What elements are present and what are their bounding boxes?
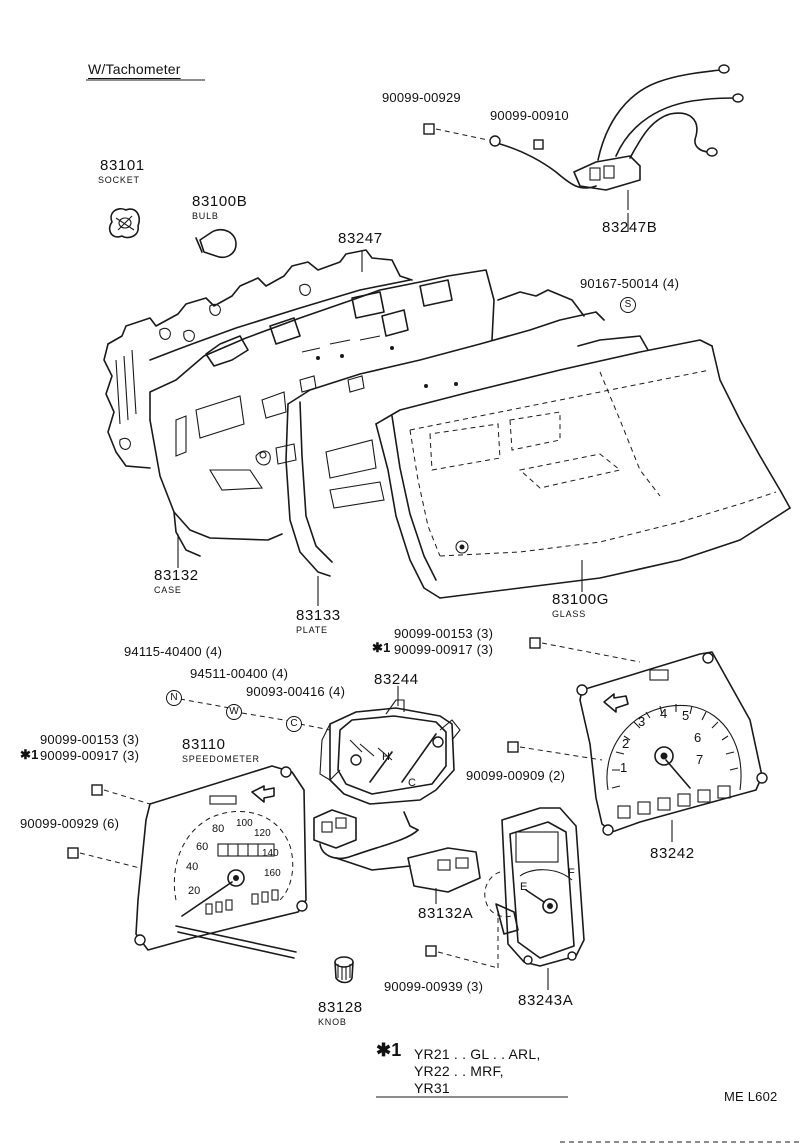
speedo-tick-20: 20 [188, 885, 200, 897]
speedo-tick-60: 60 [196, 841, 208, 853]
tach-tick-3: 3 [638, 714, 645, 729]
part-name-plate: PLATE [296, 625, 328, 635]
part-name-knob: KNOB [318, 1017, 347, 1027]
part-number-speedo-screw-153: 90099-00153 (3) [40, 732, 140, 747]
part-name-speedometer: SPEEDOMETER [182, 754, 260, 764]
part-number-fuel-screw: 90099-00939 (3) [384, 979, 484, 994]
part-name-socket: SOCKET [98, 175, 140, 185]
part-number-fuel-gauge: 83243A [518, 992, 574, 1009]
diagram-title: W/Tachometer [88, 61, 181, 77]
part-number-tach-screw-153: 90099-00153 (3) [394, 626, 494, 641]
tach-tick-6: 6 [694, 730, 701, 745]
variant-mark-tach: ✱1 [372, 640, 391, 655]
part-number-screw-929: 90099-00929 [382, 90, 461, 105]
socket-drawing [108, 207, 141, 239]
circuit-board-drawing [103, 249, 413, 469]
tach-tick-2: 2 [622, 736, 629, 751]
part-number-tach-screw-909: 90099-00909 (2) [466, 768, 566, 783]
indicator-windows [205, 889, 279, 915]
part-number-speedo-screw-917: 90099-00917 (3) [40, 748, 140, 763]
variant-mark-speedo: ✱1 [20, 747, 39, 762]
fuel-e-label: E [520, 881, 527, 893]
fuel-f-label: F [568, 867, 575, 879]
illustration-code: ME L602 [724, 1089, 778, 1104]
speedo-tick-160: 160 [264, 868, 281, 879]
footnote-line-1: YR21 . . GL . . ARL, [414, 1046, 541, 1062]
speedo-tick-80: 80 [212, 823, 224, 835]
part-name-bulb: BULB [192, 211, 219, 221]
tach-tick-4: 4 [660, 706, 667, 721]
knob-drawing [334, 956, 354, 984]
connector-drawing [313, 809, 481, 904]
speedo-tick-40: 40 [186, 861, 198, 873]
nut-n-symbol: N [166, 690, 182, 706]
tach-tick-7: 7 [696, 752, 703, 767]
odometer-window [217, 843, 275, 857]
harness-drawing [499, 64, 744, 210]
tach-indicator-windows [617, 785, 731, 819]
speedo-screws [67, 784, 151, 869]
part-number-nut: 94115-40400 (4) [124, 644, 223, 659]
part-number-washer: 94511-00400 (4) [190, 666, 289, 681]
fuel-gauge-drawing: E F [484, 807, 585, 990]
washer-w-symbol: W [226, 704, 242, 720]
part-number-speedometer: 83110 [182, 736, 226, 753]
tach-tick-marks [611, 704, 739, 789]
part-number-glass: 83100G [552, 591, 609, 608]
top-screws [423, 123, 544, 150]
part-number-gauge: 83244 [374, 671, 419, 688]
bulb-drawing [195, 228, 237, 259]
footnote-mark: ✱1 [376, 1040, 402, 1060]
case-drawing [149, 269, 495, 568]
gauge-unit-drawing: H C [319, 686, 461, 805]
temp-h-label: H [382, 751, 390, 763]
footnote-line-2: YR22 . . MRF, [414, 1063, 504, 1079]
part-number-tach-screw-917: 90099-00917 (3) [394, 642, 494, 657]
part-number-tachometer: 83242 [650, 845, 695, 862]
tach-tick-5: 5 [682, 708, 689, 723]
speedo-tick-140: 140 [262, 848, 279, 859]
part-name-glass: GLASS [552, 609, 587, 619]
part-number-case: 83132 [154, 567, 199, 584]
part-number-circuit: 83247 [338, 230, 383, 247]
tachometer-drawing: 1 2 3 4 5 6 7 [576, 651, 768, 842]
plate-drawing [275, 289, 605, 606]
part-number-glass-screw: 90167-50014 (4) [580, 276, 680, 291]
part-number-socket: 83101 [100, 157, 145, 174]
part-number-harness: 83247B [602, 219, 658, 236]
part-number-screw-910: 90099-00910 [490, 108, 569, 123]
tach-tick-1: 1 [620, 760, 627, 775]
part-name-case: CASE [154, 585, 182, 595]
part-number-bulb: 83100B [192, 193, 248, 210]
part-number-clip: 90093-00416 (4) [246, 684, 346, 699]
part-number-speedo-screw-929: 90099-00929 (6) [20, 816, 120, 831]
speedo-tick-100: 100 [236, 818, 253, 829]
screw-s-symbol: S [620, 297, 636, 313]
speedometer-drawing: 20 40 60 80 100 120 140 160 [134, 765, 308, 959]
temp-c-label: C [408, 777, 416, 789]
footnote-line-3: YR31 [414, 1080, 450, 1096]
part-number-plate: 83133 [296, 607, 341, 624]
speedo-tick-120: 120 [254, 828, 271, 839]
glass-drawing [375, 335, 791, 599]
part-number-knob: 83128 [318, 999, 363, 1016]
part-number-connector: 83132A [418, 905, 474, 922]
clip-c-symbol: C [286, 716, 302, 732]
